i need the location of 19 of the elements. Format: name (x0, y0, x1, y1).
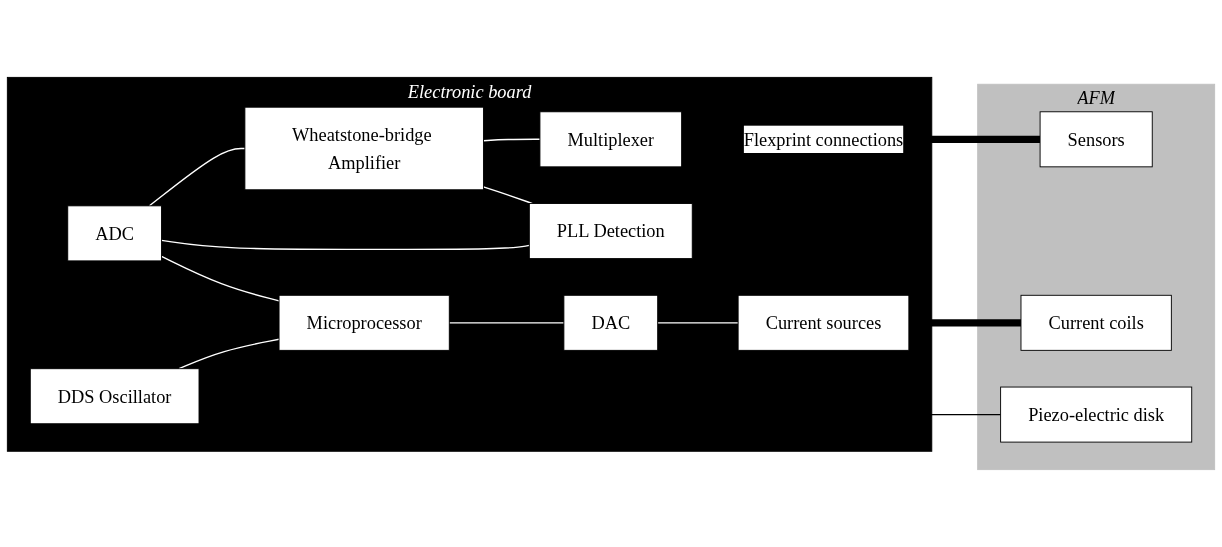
node-box: Microprocessor (278, 294, 450, 351)
connector (160, 239, 530, 251)
connector (160, 255, 280, 302)
node-box: Wheatstone-bridge Amplifier (244, 106, 484, 191)
node-box: DAC (563, 294, 659, 351)
connector (448, 322, 565, 324)
node-box: DDS Oscillator (29, 368, 200, 425)
node-box: Current sources (737, 294, 910, 351)
edge-label: Flexprint connections (743, 129, 904, 150)
connector (657, 322, 739, 324)
connector (178, 338, 280, 370)
node-box: Sensors (1039, 111, 1153, 168)
connector (482, 138, 541, 142)
node-box: Piezo-electric disk (1000, 386, 1193, 443)
node-box: PLL Detection (528, 203, 693, 260)
node-box: ADC (67, 205, 162, 262)
node-box: Multiplexer (539, 111, 683, 168)
node-box: Current coils (1020, 294, 1172, 351)
connector (148, 147, 246, 207)
